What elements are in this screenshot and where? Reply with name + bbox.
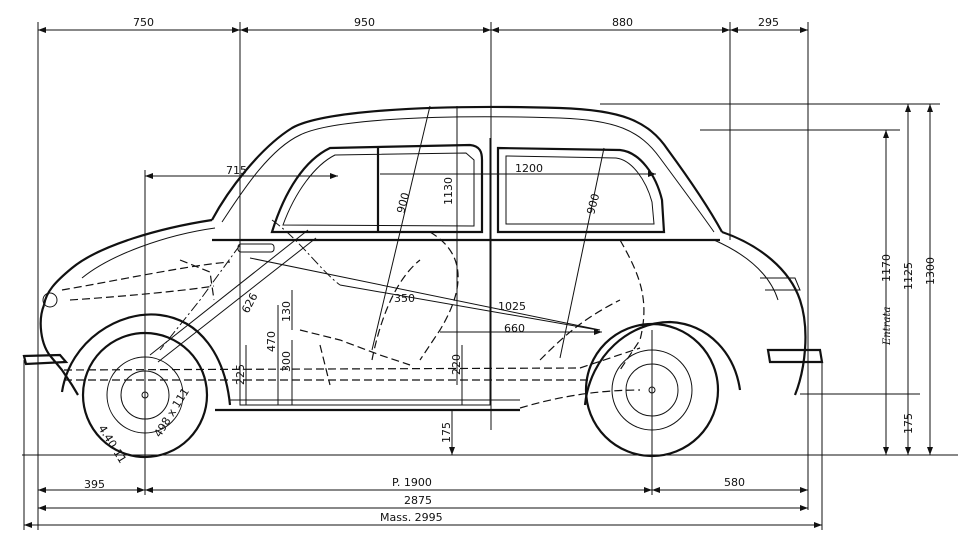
top-dimension-chain: 750 950 880 295 — [38, 16, 808, 33]
dim-middle: 950 — [354, 16, 375, 29]
tyre-size-label: 4.40-11 — [95, 423, 129, 466]
dim-heel-to-seat: 130 — [280, 301, 293, 322]
rear-wheel — [583, 320, 742, 458]
dim-dash-to-seat: 715 — [226, 164, 247, 177]
dim-rear-axle: 580 — [724, 476, 745, 489]
dim-front-axle: 395 — [84, 478, 105, 491]
dim-floor-clearance: 175 — [902, 413, 915, 434]
car-body — [22, 105, 824, 412]
dim-entry-label: Entrata — [882, 306, 893, 346]
dim-overall-height: 1300 — [924, 257, 937, 285]
right-height-dimensions: Entrata 1170 1125 1300 175 — [880, 104, 937, 455]
dim-seat-height-front: 300 — [280, 351, 293, 372]
dim-body-length: 2875 — [404, 494, 432, 507]
dim-ground-clearance: 175 — [440, 422, 453, 443]
interior-dimensions: 715 1200 900 1130 900 350 1025 660 626 1… — [145, 105, 656, 455]
extension-lines — [23, 22, 940, 530]
dim-pedal-diag: 626 — [239, 291, 260, 316]
dim-rear-seat-height: 220 — [450, 354, 463, 375]
dim-front-headroom-diag: 900 — [394, 191, 412, 215]
dim-door-height: 1130 — [442, 177, 455, 205]
dim-interior-diag: 1025 — [498, 300, 526, 313]
dim-entry-height: 1170 — [880, 254, 893, 282]
dim-rear-section: 880 — [612, 16, 633, 29]
interior-construction — [61, 219, 645, 409]
dim-front-seat-height: 225 — [234, 364, 247, 385]
dim-wheelbase: P. 1900 — [392, 476, 432, 489]
dim-seat-back: 350 — [394, 292, 415, 305]
dim-roof-height: 1125 — [902, 262, 915, 290]
dim-front-overhang: 750 — [133, 16, 154, 29]
dim-rear-cushion: 660 — [504, 322, 525, 335]
dim-window-length: 1200 — [515, 162, 543, 175]
dim-rear-headroom-diag: 900 — [584, 192, 602, 216]
dim-floor-to-seat-front: 470 — [265, 331, 278, 352]
dim-max-length: Mass. 2995 — [380, 511, 443, 524]
rim-size-label: 498 x 111 — [152, 386, 192, 440]
dim-rear-overhang: 295 — [758, 16, 779, 29]
bottom-dimension-chain: 395 P. 1900 580 2875 Mass. 2995 — [24, 476, 822, 528]
front-wheel — [60, 313, 232, 459]
